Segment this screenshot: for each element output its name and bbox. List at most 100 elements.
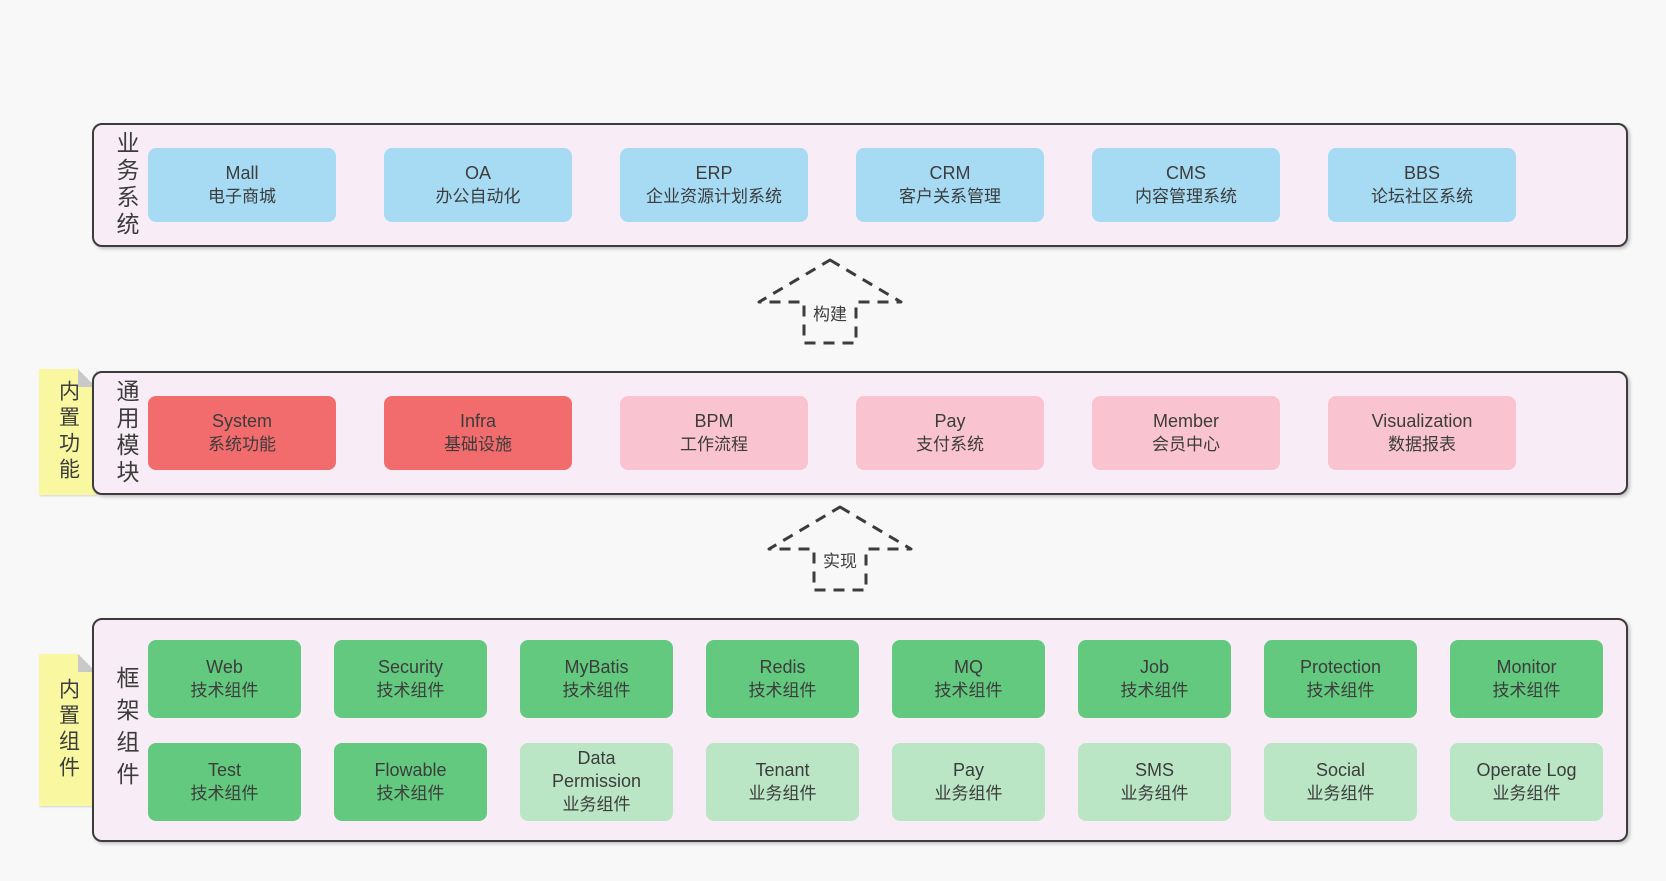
node-title: SMS — [1134, 759, 1174, 780]
node-title: BPM — [694, 411, 734, 431]
sticky-fold-icon — [78, 369, 96, 387]
node-subtitle: 业务组件 — [1120, 783, 1189, 803]
node-mybatis: MyBatis 技术组件 — [520, 639, 673, 718]
node-subtitle: 工作流程 — [680, 435, 748, 454]
node-title: Test — [207, 759, 241, 780]
box-row: System 系统功能 Infra 基础设施 BPM 工作流程 Pay 支付系统… — [94, 373, 1626, 493]
node-subtitle: 技术组件 — [190, 783, 259, 803]
box-row: Mall 电子商城 OA 办公自动化 ERP 企业资源计划系统 CRM 客户关系… — [94, 125, 1626, 245]
arrow-label-bg — [818, 547, 862, 573]
node-title: Job — [1139, 656, 1170, 677]
node-cms: CMS 内容管理系统 — [1092, 148, 1280, 222]
node-title: Operate Log — [1476, 759, 1577, 780]
node-erp: ERP 企业资源计划系统 — [620, 148, 808, 222]
node-title: Protection — [1299, 656, 1382, 677]
box-row: Test 技术组件 Flowable 技术组件 Data Permission … — [94, 742, 1626, 821]
node-subtitle: 技术组件 — [562, 680, 631, 700]
node-subtitle: 基础设施 — [444, 435, 512, 454]
node-bpm: BPM 工作流程 — [620, 396, 808, 470]
node-subtitle: 技术组件 — [376, 680, 445, 700]
node-pay-system: Pay 支付系统 — [856, 396, 1044, 470]
node-title: MyBatis — [564, 656, 629, 677]
node-operate-log: Operate Log 业务组件 — [1450, 742, 1603, 821]
node-subtitle: 电子商城 — [208, 187, 276, 206]
node-subtitle: 业务组件 — [1306, 783, 1375, 803]
node-title: Pay — [934, 411, 966, 431]
node-subtitle: 技术组件 — [934, 680, 1003, 700]
node-title: System — [211, 411, 272, 431]
sticky-label: 内置组件 — [56, 678, 80, 782]
node-title: Web — [206, 656, 243, 677]
node-subtitle: 技术组件 — [190, 680, 259, 700]
node-job: Job 技术组件 — [1078, 639, 1231, 718]
node-sms: SMS 业务组件 — [1078, 742, 1231, 821]
band-label: 业务系统 — [113, 131, 139, 239]
node-crm: CRM 客户关系管理 — [856, 148, 1044, 222]
node-title: Mall — [225, 163, 259, 183]
node-title: Security — [377, 656, 444, 677]
node-title: Data Permission — [551, 748, 642, 791]
node-title: Pay — [952, 759, 985, 780]
node-flowable: Flowable 技术组件 — [334, 742, 487, 821]
sticky-note-built-in-features: 内置功能 — [39, 369, 96, 495]
node-subtitle: 技术组件 — [1306, 680, 1375, 700]
node-title: OA — [464, 163, 491, 183]
arrow-label-bg — [808, 300, 852, 326]
node-subtitle: 技术组件 — [1492, 680, 1561, 700]
node-mq: MQ 技术组件 — [892, 639, 1045, 718]
node-mall: Mall 电子商城 — [148, 148, 336, 222]
implement-arrow-label: 实现 — [823, 552, 857, 571]
node-redis: Redis 技术组件 — [706, 639, 859, 718]
sticky-note-built-in-components: 内置组件 — [39, 654, 96, 806]
node-title: Tenant — [755, 759, 810, 780]
node-system: System 系统功能 — [148, 396, 336, 470]
band-label: 通用模块 — [113, 379, 139, 487]
sticky-fold-icon — [78, 654, 96, 672]
node-infra: Infra 基础设施 — [384, 396, 572, 470]
node-subtitle: 客户关系管理 — [899, 187, 1001, 206]
node-security: Security 技术组件 — [334, 639, 487, 718]
node-subtitle: 业务组件 — [562, 795, 631, 814]
node-subtitle: 论坛社区系统 — [1371, 187, 1473, 206]
node-visualization: Visualization 数据报表 — [1328, 396, 1516, 470]
node-monitor: Monitor 技术组件 — [1450, 639, 1603, 718]
implement-arrow-icon: 实现 — [767, 505, 913, 592]
node-title: Member — [1152, 411, 1219, 431]
band-common-modules: 通用模块 System 系统功能 Infra 基础设施 BPM 工作流程 Pay… — [92, 371, 1628, 495]
node-web: Web 技术组件 — [148, 639, 301, 718]
node-subtitle: 业务组件 — [748, 783, 817, 803]
node-test: Test 技术组件 — [148, 742, 301, 821]
node-title: CRM — [929, 163, 971, 183]
band-business-systems: 业务系统 Mall 电子商城 OA 办公自动化 ERP 企业资源计划系统 CRM… — [92, 123, 1628, 247]
node-member: Member 会员中心 — [1092, 396, 1280, 470]
node-title: BBS — [1403, 163, 1441, 183]
node-title: Infra — [459, 411, 497, 431]
node-tenant: Tenant 业务组件 — [706, 742, 859, 821]
band-framework-components: 框架组件 Web 技术组件 Security 技术组件 MyBatis 技术组件… — [92, 618, 1628, 842]
node-subtitle: 办公自动化 — [435, 187, 521, 206]
node-subtitle: 数据报表 — [1388, 435, 1456, 454]
build-arrow-icon: 构建 — [757, 258, 903, 345]
node-title: Redis — [759, 656, 806, 677]
node-title: Social — [1315, 759, 1366, 780]
node-subtitle: 技术组件 — [1120, 680, 1189, 700]
node-subtitle: 业务组件 — [934, 783, 1003, 803]
node-subtitle: 系统功能 — [208, 435, 276, 454]
component-rows: Web 技术组件 Security 技术组件 MyBatis 技术组件 Redi… — [94, 620, 1626, 840]
node-bbs: BBS 论坛社区系统 — [1328, 148, 1516, 222]
node-title: Monitor — [1496, 656, 1557, 677]
node-subtitle: 技术组件 — [376, 783, 445, 803]
node-subtitle: 支付系统 — [916, 435, 984, 454]
node-title: Flowable — [374, 759, 447, 780]
sticky-label: 内置功能 — [56, 380, 80, 484]
node-title: ERP — [695, 163, 733, 183]
node-social: Social 业务组件 — [1264, 742, 1417, 821]
node-title: MQ — [954, 656, 983, 677]
box-row: Web 技术组件 Security 技术组件 MyBatis 技术组件 Redi… — [94, 639, 1626, 718]
build-arrow-label: 构建 — [813, 305, 847, 324]
node-title: Visualization — [1371, 411, 1473, 431]
node-subtitle: 内容管理系统 — [1135, 187, 1237, 206]
node-title: CMS — [1166, 163, 1206, 183]
node-subtitle: 会员中心 — [1152, 435, 1220, 454]
